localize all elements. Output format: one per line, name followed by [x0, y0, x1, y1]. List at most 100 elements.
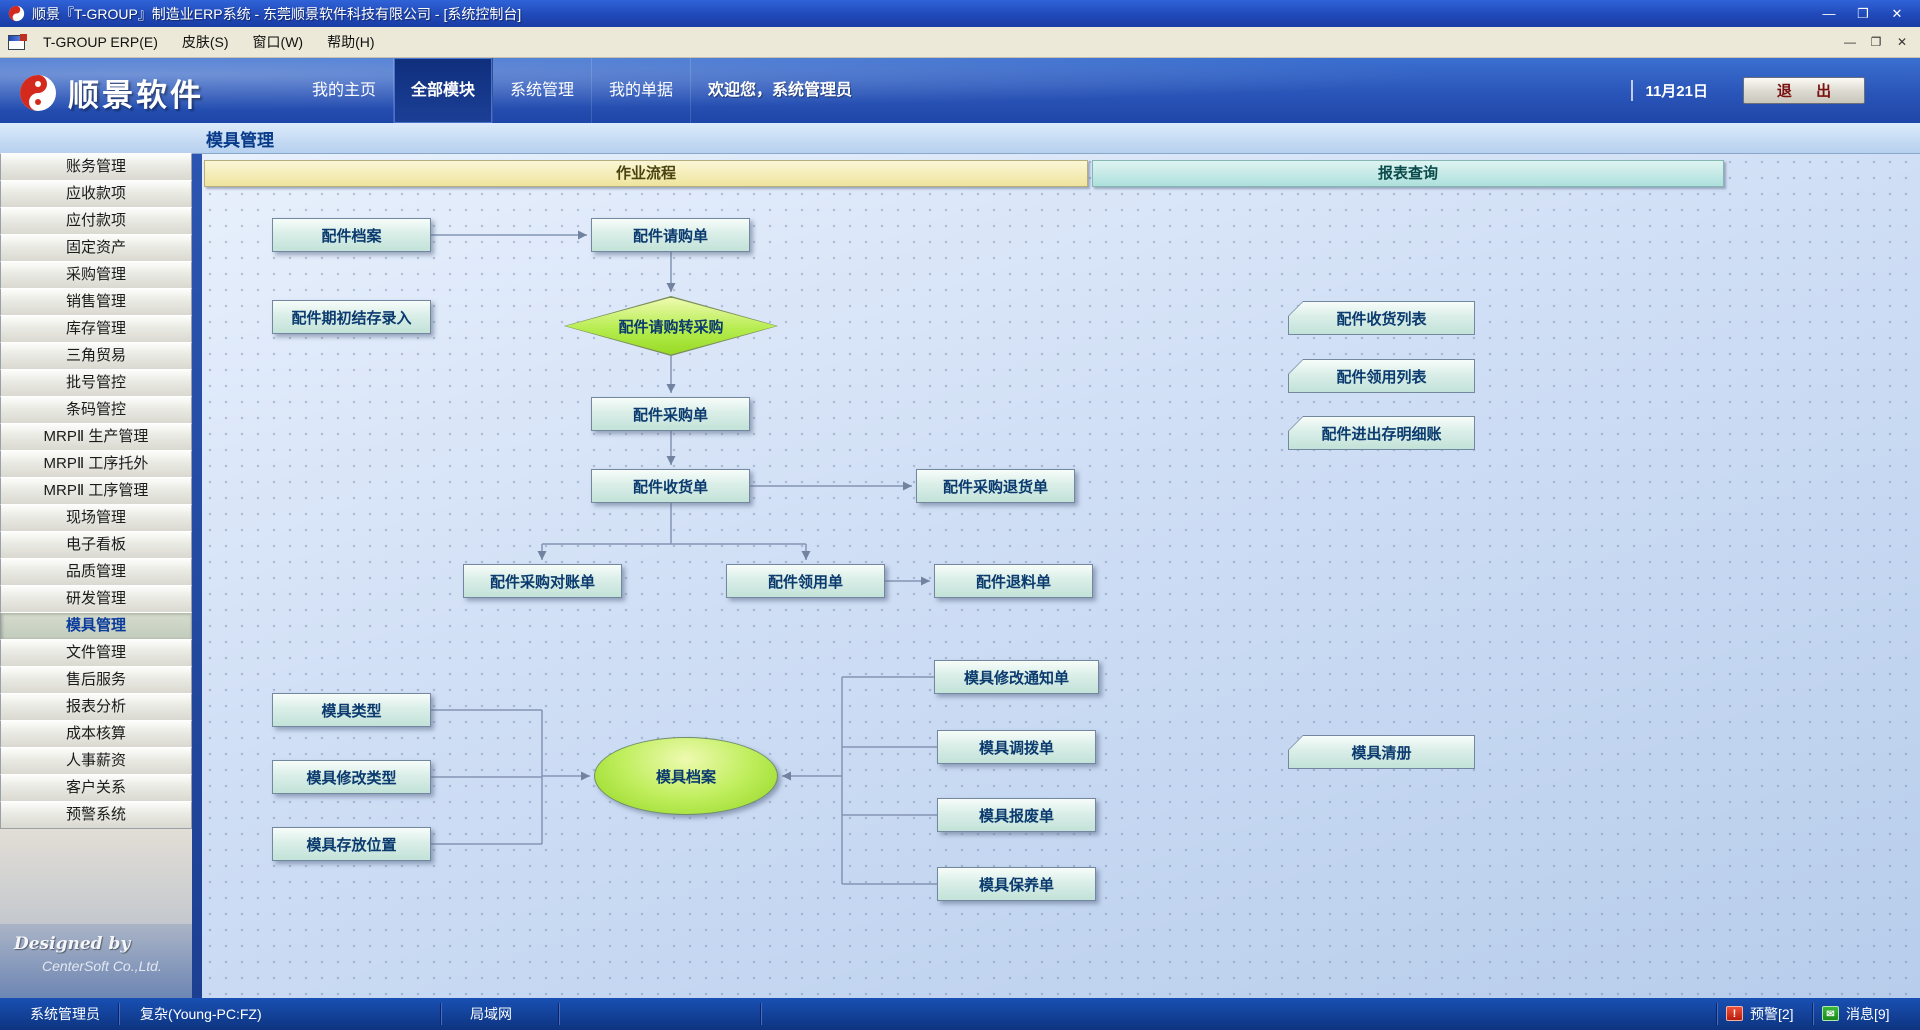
- console-window-icon: [8, 33, 27, 50]
- flow-node-rpt-shouhuo[interactable]: 配件收货列表: [1288, 301, 1475, 335]
- menu-items: T-GROUP ERP(E) 皮肤(S) 窗口(W) 帮助(H): [33, 32, 389, 52]
- message-icon: ✉: [1822, 1006, 1839, 1021]
- designed-by-text: Designed by: [14, 934, 131, 954]
- sidebar-item-list: 账务管理应收款项应付款项固定资产采购管理销售管理库存管理三角贸易批号管控条码管控…: [0, 153, 192, 829]
- section-header-reports: 报表查询: [1092, 160, 1724, 187]
- window-titlebar: 顺景『T-GROUP』制造业ERP系统 - 东莞顺景软件科技有限公司 - [系统…: [0, 0, 1920, 27]
- sidebar-item-18[interactable]: 模具管理: [0, 612, 192, 640]
- menu-item-help[interactable]: 帮助(H): [327, 34, 375, 50]
- brand-name: 顺景软件: [68, 78, 204, 113]
- sidebar-item-15[interactable]: 电子看板: [0, 531, 192, 559]
- flow-node-pj-duizhang[interactable]: 配件采购对账单: [463, 564, 622, 598]
- brand-logo: 顺景软件: [18, 70, 204, 115]
- statusbar-separator: [440, 1003, 442, 1025]
- sidebar-item-9[interactable]: 批号管控: [0, 369, 192, 397]
- flow-node-rpt-qingce[interactable]: 模具清册: [1288, 735, 1475, 769]
- sidebar-item-12[interactable]: MRPⅡ 工序托外: [0, 450, 192, 478]
- statusbar-network: 局域网: [470, 1006, 512, 1022]
- flow-node-mj-diaobo[interactable]: 模具调拨单: [937, 730, 1096, 764]
- alert-icon: !: [1726, 1006, 1743, 1021]
- flow-node-pj-dangan[interactable]: 配件档案: [272, 218, 431, 252]
- statusbar-separator: [1812, 1003, 1814, 1025]
- flow-connectors: [431, 230, 937, 885]
- flow-node-pj-zhuan[interactable]: 配件请购转采购: [564, 296, 778, 356]
- flow-node-rpt-lingyong[interactable]: 配件领用列表: [1288, 359, 1475, 393]
- statusbar-user: 系统管理员: [30, 1006, 100, 1022]
- sidebar-item-10[interactable]: 条码管控: [0, 396, 192, 424]
- sidebar-item-25[interactable]: 预警系统: [0, 801, 192, 829]
- mdi-restore-icon[interactable]: ❐: [1870, 35, 1882, 49]
- maximize-icon[interactable]: ❐: [1857, 5, 1869, 21]
- sidebar-item-19[interactable]: 文件管理: [0, 639, 192, 667]
- sidebar-item-13[interactable]: MRPⅡ 工序管理: [0, 477, 192, 505]
- close-icon[interactable]: ✕: [1891, 5, 1903, 21]
- sidebar-item-24[interactable]: 客户关系: [0, 774, 192, 802]
- tab-system[interactable]: 系统管理: [493, 58, 593, 123]
- menu-bar: T-GROUP ERP(E) 皮肤(S) 窗口(W) 帮助(H) — ❐ ✕: [0, 27, 1920, 58]
- top-banner: 顺景软件 我的主页全部模块系统管理我的单据 欢迎您，系统管理员 11月21日 退…: [0, 58, 1920, 123]
- sidebar-item-2[interactable]: 应收款项: [0, 180, 192, 208]
- flow-node-pj-caigou[interactable]: 配件采购单: [591, 397, 750, 431]
- sidebar-item-20[interactable]: 售后服务: [0, 666, 192, 694]
- flow-node-mj-dangan[interactable]: 模具档案: [594, 737, 778, 815]
- sidebar-item-1[interactable]: 账务管理: [0, 153, 192, 181]
- flow-node-mj-xiugaitz[interactable]: 模具修改通知单: [934, 660, 1099, 694]
- brand-logo-icon: [20, 74, 56, 111]
- statusbar-separator: [760, 1003, 762, 1025]
- sidebar-item-6[interactable]: 销售管理: [0, 288, 192, 316]
- sidebar-item-23[interactable]: 人事薪资: [0, 747, 192, 775]
- module-title: 模具管理: [206, 130, 274, 150]
- minimize-icon[interactable]: —: [1822, 6, 1836, 21]
- sidebar-item-8[interactable]: 三角贸易: [0, 342, 192, 370]
- statusbar-separator: [118, 1003, 120, 1025]
- window-title: 顺景『T-GROUP』制造业ERP系统 - 东莞顺景软件科技有限公司 - [系统…: [32, 5, 522, 22]
- flow-node-pj-qichu[interactable]: 配件期初结存录入: [272, 300, 431, 334]
- status-bar: 系统管理员 复杂(Young-PC:FZ) 局域网 ! 预警[2] ✉ 消息[9…: [0, 998, 1920, 1030]
- tab-modules[interactable]: 全部模块: [394, 58, 494, 123]
- flow-node-pj-lingyong[interactable]: 配件领用单: [726, 564, 885, 598]
- sidebar-item-3[interactable]: 应付款项: [0, 207, 192, 235]
- sidebar-item-7[interactable]: 库存管理: [0, 315, 192, 343]
- main-nav-tabs: 我的主页全部模块系统管理我的单据: [295, 58, 692, 123]
- app-logo-icon: [8, 5, 25, 22]
- module-header-bar: 模具管理: [0, 123, 1920, 154]
- flow-node-layer: 配件档案 配件请购单配件期初结存录入 配件请购转采购配件采购单配件收货单 配件采购退货…: [202, 154, 1920, 998]
- sidebar-spacer: [0, 829, 192, 924]
- tab-bills[interactable]: 我的单据: [592, 58, 692, 123]
- flow-node-mj-baofei[interactable]: 模具报废单: [937, 798, 1096, 832]
- tab-home[interactable]: 我的主页: [295, 58, 395, 123]
- sidebar-item-22[interactable]: 成本核算: [0, 720, 192, 748]
- flow-node-pj-tuiliao[interactable]: 配件退料单: [934, 564, 1093, 598]
- sidebar-footer: Designed by CenterSoft Co.,Ltd.: [0, 924, 192, 998]
- menu-item-erp[interactable]: T-GROUP ERP(E): [43, 34, 158, 50]
- flow-node-mj-cunfang[interactable]: 模具存放位置: [272, 827, 431, 861]
- logout-button[interactable]: 退 出: [1743, 77, 1865, 104]
- sidebar-item-11[interactable]: MRPⅡ 生产管理: [0, 423, 192, 451]
- menu-item-window[interactable]: 窗口(W): [252, 34, 304, 50]
- statusbar-separator: [558, 1003, 560, 1025]
- vendor-name-text: CenterSoft Co.,Ltd.: [42, 958, 162, 974]
- flow-node-mj-xiugailx[interactable]: 模具修改类型: [272, 760, 431, 794]
- statusbar-alert[interactable]: 预警[2]: [1750, 1006, 1794, 1022]
- flow-canvas: 作业流程 报表查询 配件档案配件请购单配件期初结存录入配件请购转采购配件采购单配…: [202, 154, 1920, 998]
- flow-node-pj-tuihuo[interactable]: 配件采购退货单: [916, 469, 1075, 503]
- flow-node-rpt-mingxi[interactable]: 配件进出存明细账: [1288, 416, 1475, 450]
- mdi-close-icon[interactable]: ✕: [1896, 35, 1908, 49]
- statusbar-machine: 复杂(Young-PC:FZ): [140, 1006, 262, 1022]
- menu-item-skin[interactable]: 皮肤(S): [181, 34, 229, 50]
- sidebar-item-4[interactable]: 固定资产: [0, 234, 192, 262]
- sidebar-item-5[interactable]: 采购管理: [0, 261, 192, 289]
- statusbar-separator: [1716, 1003, 1718, 1025]
- section-header-workflow: 作业流程: [204, 160, 1088, 187]
- flow-node-mj-leixing[interactable]: 模具类型: [272, 693, 431, 727]
- sidebar-item-16[interactable]: 品质管理: [0, 558, 192, 586]
- welcome-text: 欢迎您，系统管理员: [708, 82, 853, 99]
- sidebar-item-17[interactable]: 研发管理: [0, 585, 192, 613]
- statusbar-message[interactable]: 消息[9]: [1846, 1006, 1890, 1022]
- flow-node-mj-baoyang[interactable]: 模具保养单: [937, 867, 1096, 901]
- flow-node-pj-qinggou[interactable]: 配件请购单: [591, 218, 750, 252]
- sidebar-item-21[interactable]: 报表分析: [0, 693, 192, 721]
- flow-node-pj-shouhuo[interactable]: 配件收货单: [591, 469, 750, 503]
- mdi-minimize-icon[interactable]: —: [1844, 35, 1856, 49]
- sidebar-item-14[interactable]: 现场管理: [0, 504, 192, 532]
